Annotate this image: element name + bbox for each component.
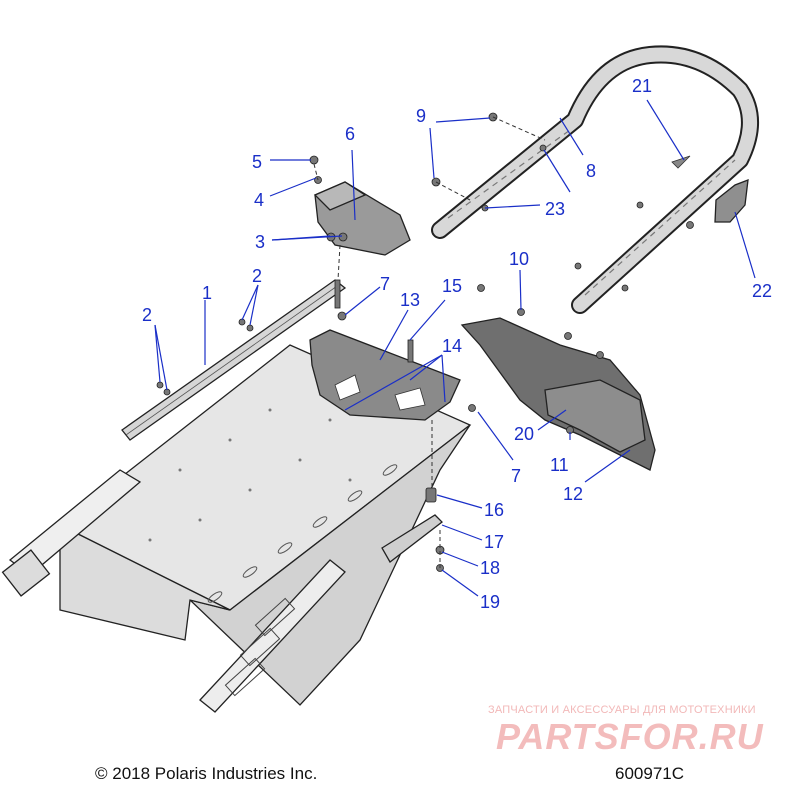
part-17-pad [381,487,443,563]
callout-11: 11 [550,455,569,475]
callout-7: 7 [511,466,521,486]
drawing-number: 600971C [615,764,685,783]
callout-1: 1 [202,283,212,303]
callout-5: 5 [252,152,262,172]
callout-22: 22 [752,281,772,301]
watermark-logo: PARTSFOR.RU [496,716,764,757]
part-8-handle [431,45,759,314]
callout-4: 4 [254,190,264,210]
callout-14: 14 [442,336,462,356]
part-13-frame [309,329,461,421]
callout-leaders [154,99,756,597]
callout-8: 8 [586,161,596,181]
part-1-strip [121,279,347,441]
callout-18: 18 [480,558,500,578]
part-22-label [714,179,749,223]
callout-7: 7 [380,274,390,294]
part-6-bracket [313,181,411,256]
callout-12: 12 [563,484,583,504]
copyright-text: © 2018 Polaris Industries Inc. [95,764,318,783]
watermark-caption: ЗАПЧАСТИ И АКСЕССУАРЫ ДЛЯ МОТОТЕХНИКИ [488,704,756,716]
callout-21: 21 [632,76,652,96]
part-12-flap [460,317,656,471]
callout-6: 6 [345,124,355,144]
alignment-lines [313,116,546,568]
callout-23: 23 [545,199,565,219]
callout-15: 15 [442,276,462,296]
callout-13: 13 [400,290,420,310]
callout-2: 2 [252,266,262,286]
callout-9: 9 [416,106,426,126]
callout-19: 19 [480,592,500,612]
callout-17: 17 [484,532,504,552]
callout-10: 10 [509,249,529,269]
callout-2: 2 [142,305,152,325]
callout-3: 3 [255,232,265,252]
callout-16: 16 [484,500,504,520]
callout-numbers: 1 2 2 3 4 5 6 7 7 8 9 10 11 12 13 14 15 … [142,76,772,612]
callout-20: 20 [514,424,534,444]
hardware [156,112,694,572]
